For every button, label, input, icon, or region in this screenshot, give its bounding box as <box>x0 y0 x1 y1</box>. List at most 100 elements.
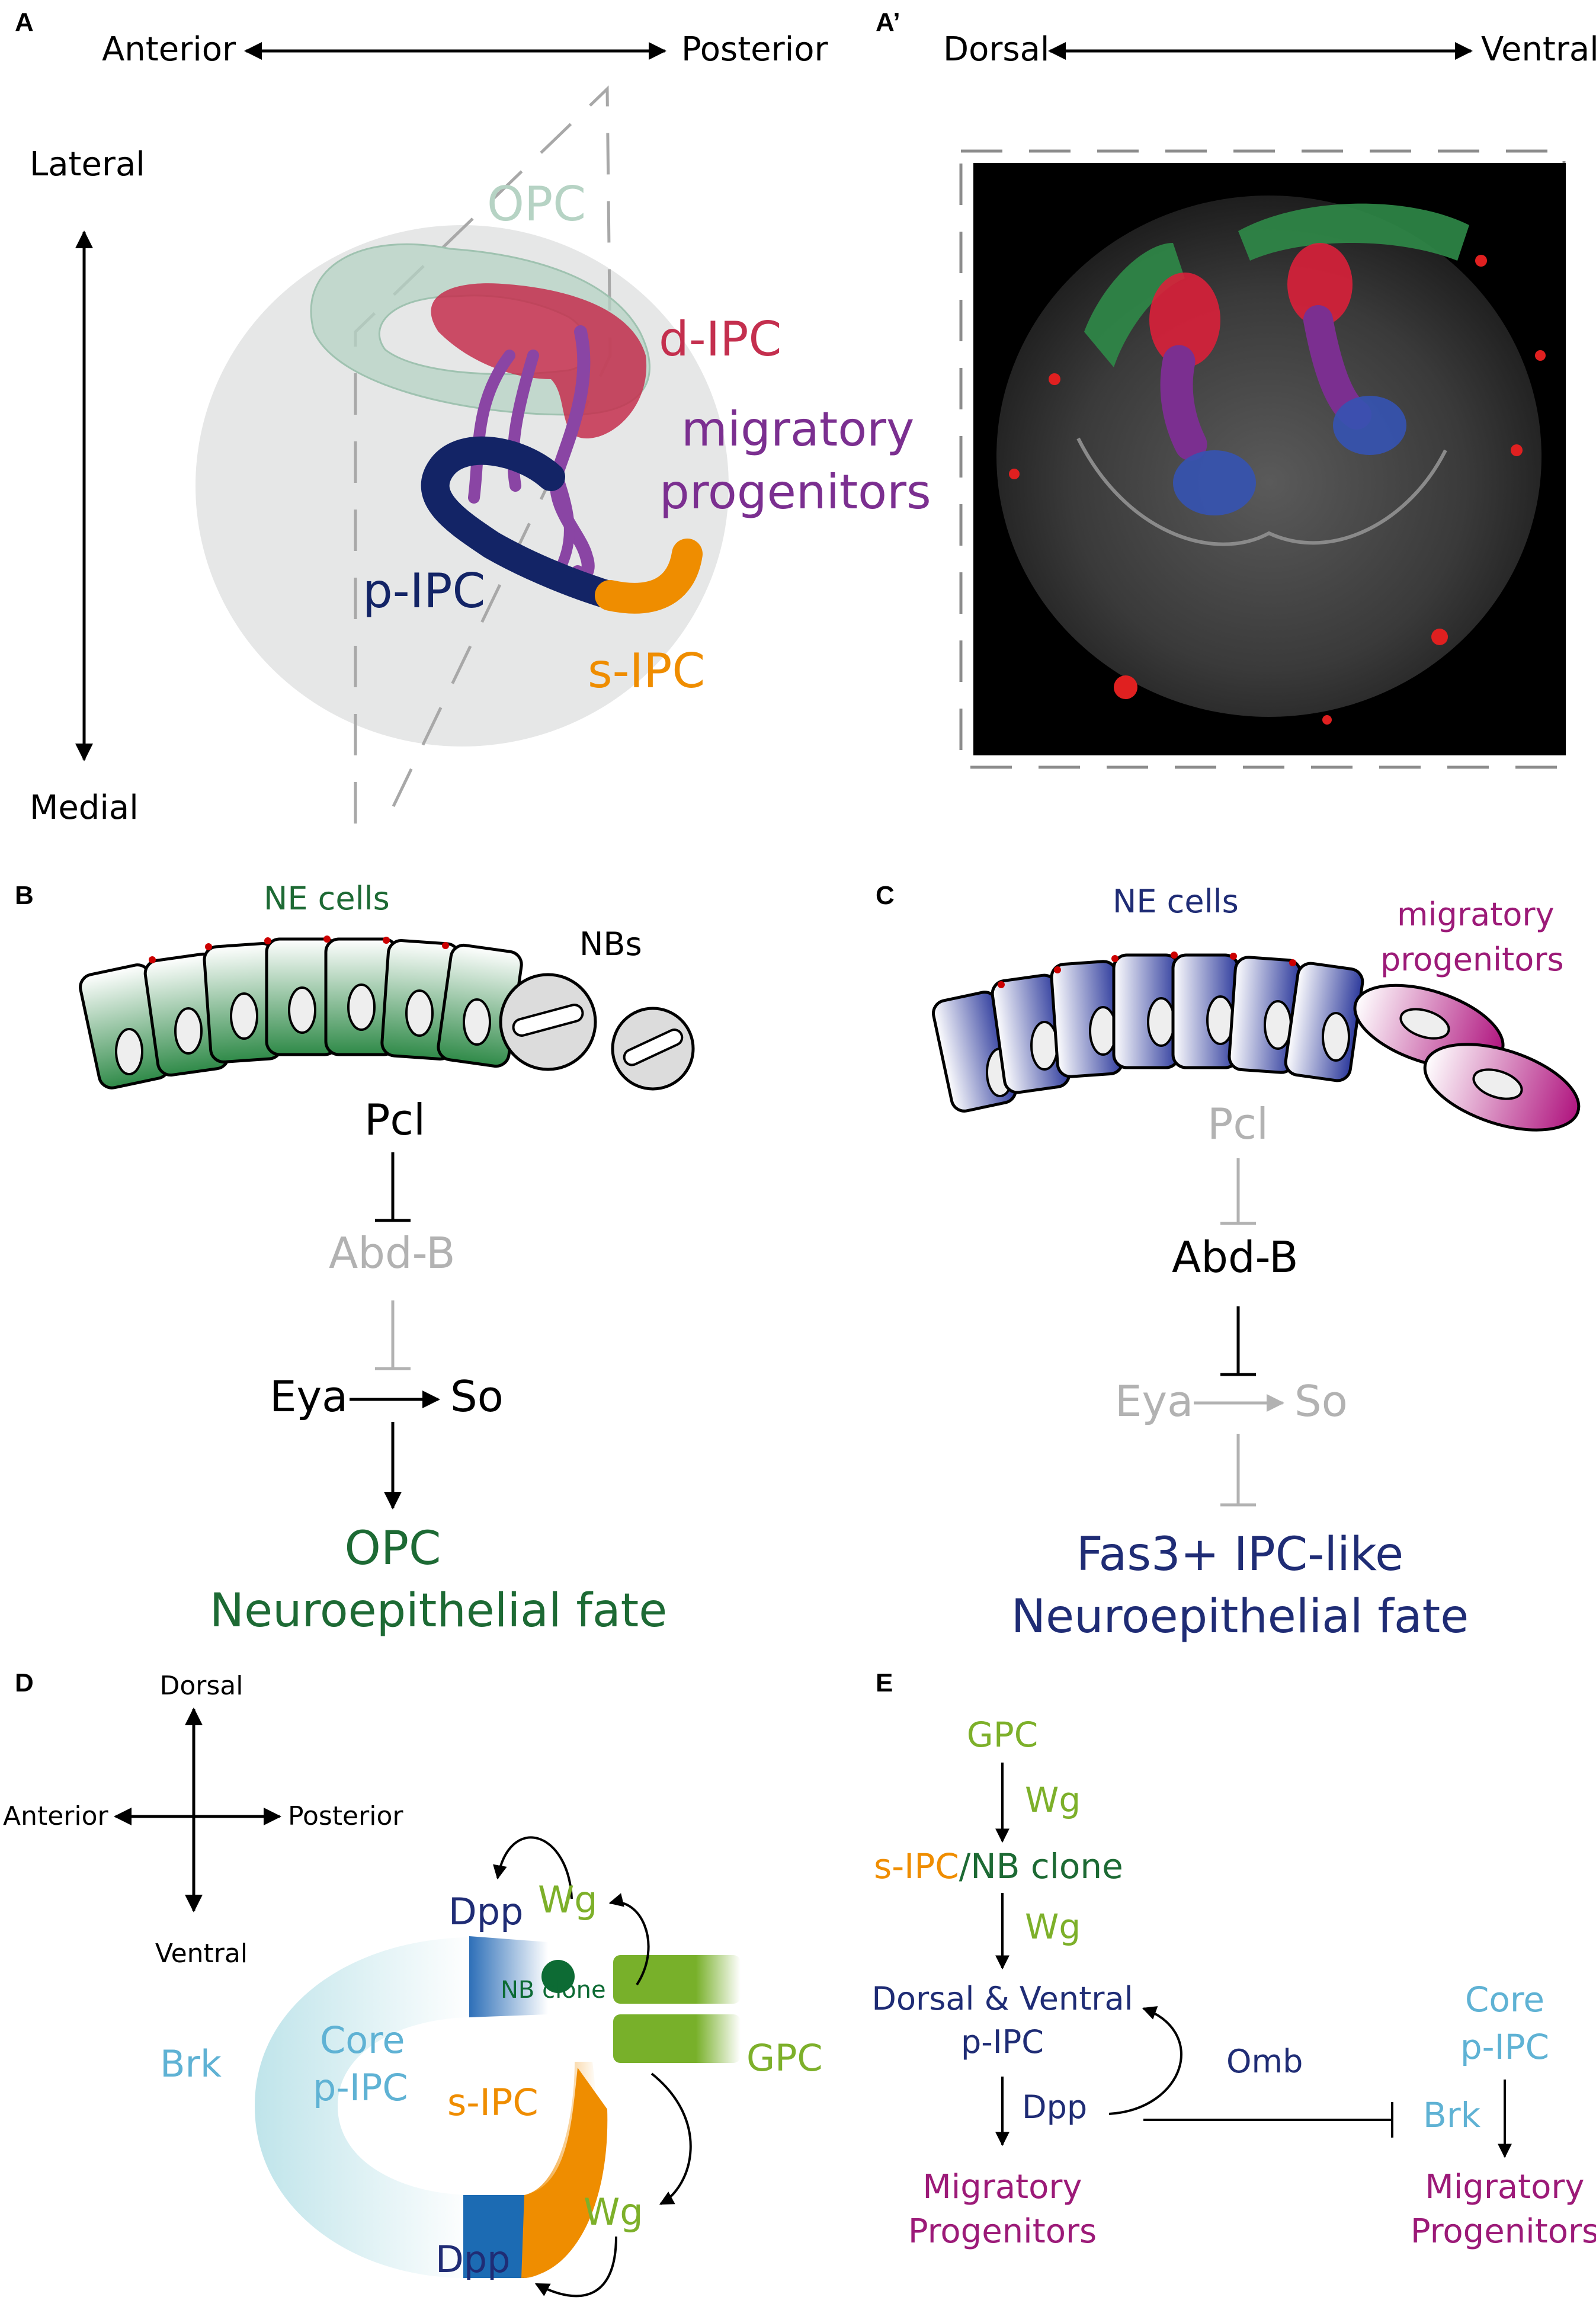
migratory-stream-1 <box>549 325 595 582</box>
panel-letter-a: A <box>15 8 34 37</box>
nb-clone-label: NB clone <box>501 1976 606 2004</box>
panel-c: NE cells migratory progenitors <box>932 883 1581 1643</box>
migratory-cell-nucleus <box>1472 1068 1523 1100</box>
junction-dot <box>383 937 390 944</box>
core-pipc-structure <box>255 1937 474 2279</box>
tissue-fold <box>1076 437 1447 546</box>
neuroblasts <box>499 973 695 1091</box>
migratory-signal-left <box>1160 345 1207 461</box>
ne-cell-nucleus <box>1147 997 1175 1047</box>
sipc-structure <box>595 539 703 614</box>
junction-dot <box>149 956 156 963</box>
pipc-label: p-IPC <box>363 563 485 619</box>
dipc-signal-left <box>1149 273 1220 367</box>
red-cell-dot <box>1535 350 1546 361</box>
sipc-label: s-IPC <box>447 2081 539 2124</box>
gpc-bar-bottom <box>613 2014 741 2063</box>
dorsal-label: Dorsal <box>943 30 1049 69</box>
ne-cell-nucleus <box>288 986 316 1034</box>
ne-cell-nucleus <box>115 1028 143 1075</box>
nb-clone-dot <box>541 1960 575 1993</box>
migratory-right-line1: Migratory <box>1425 2168 1584 2206</box>
tissue-section <box>996 196 1541 717</box>
ne-cells-label: NE cells <box>1113 883 1239 920</box>
migratory-cell-nucleus <box>1399 1008 1450 1040</box>
migratory-progenitor-cells <box>1353 983 1581 1132</box>
eya-label: Eya <box>270 1372 348 1421</box>
ne-cell-nucleus <box>463 998 491 1046</box>
core-label-line2: p-IPC <box>313 2066 408 2109</box>
medial-label: Medial <box>30 789 139 827</box>
fate-line2: Neuroepithelial fate <box>1011 1590 1469 1643</box>
wg-to-dpp-bottom-arrow <box>534 2236 617 2298</box>
section-plane-outline <box>354 85 612 825</box>
core-line1: Core <box>1465 1979 1544 2020</box>
mitotic-spindle <box>623 1029 684 1066</box>
migratory-label-line2: progenitors <box>659 464 931 520</box>
panel-letter-d: D <box>15 1668 34 1697</box>
junction-dot <box>998 981 1005 988</box>
junction-dot <box>442 942 449 949</box>
junction-dot <box>1111 955 1119 962</box>
ne-cell-nucleus <box>405 989 434 1037</box>
fate-line1: OPC <box>345 1522 441 1575</box>
pcl-label: Pcl <box>364 1095 425 1145</box>
wg2-label: Wg <box>1025 1907 1081 1947</box>
red-cell-dot <box>1009 469 1020 479</box>
anterior-label: Anterior <box>3 1801 109 1831</box>
dpp-top-domain <box>469 1936 548 2017</box>
core-line2: p-IPC <box>1460 2027 1549 2067</box>
panel-a: Anterior Posterior Lateral Medial OPC d-… <box>30 30 931 827</box>
migratory-label-line1: migratory <box>1397 896 1555 933</box>
junction-dot <box>1230 953 1237 960</box>
pipc-signal-left <box>1173 450 1256 515</box>
gpc-to-wg-bottom-arrow <box>650 2072 692 2205</box>
junction-dot <box>1289 959 1296 966</box>
red-cell-dot <box>1049 373 1060 385</box>
wg1-label: Wg <box>1025 1780 1081 1820</box>
junction-dot <box>1171 951 1178 959</box>
ne-cell <box>1284 962 1364 1082</box>
migratory-stream-2 <box>507 350 539 492</box>
ne-cell-row-green <box>79 935 523 1090</box>
anterior-label: Anterior <box>102 30 236 69</box>
slash-text: / <box>959 1846 971 1886</box>
dpp-top-label: Dpp <box>448 1890 523 1933</box>
migratory-left-line2: Progenitors <box>908 2212 1097 2251</box>
panel-letter-c: C <box>876 881 895 910</box>
ne-cell-nucleus <box>230 992 258 1040</box>
dorsal-label: Dorsal <box>159 1671 243 1701</box>
nb-clone-text: NB clone <box>970 1846 1123 1886</box>
sipc-domain-core <box>521 2068 608 2278</box>
ventral-label: Ventral <box>155 1939 248 1969</box>
dv-pipc-line2: p-IPC <box>961 2023 1044 2061</box>
migratory-label-line1: migratory <box>681 402 914 457</box>
junction-dot <box>264 937 271 944</box>
opc-signal-top <box>1238 203 1469 261</box>
ne-cell-nucleus <box>1030 1021 1059 1071</box>
omb-label: Omb <box>1226 2043 1303 2080</box>
brk-label: Brk <box>160 2042 222 2085</box>
panel-letter-b: B <box>15 881 34 910</box>
dipc-structure <box>431 283 647 438</box>
posterior-label: Posterior <box>288 1801 403 1831</box>
red-cell-dot <box>1431 629 1448 645</box>
junction-dot <box>205 943 212 950</box>
eya-label: Eya <box>1115 1376 1193 1426</box>
ne-cell-row-blue <box>932 951 1364 1113</box>
ne-cell-nucleus <box>347 983 376 1031</box>
dpp-bottom-domain <box>463 2195 524 2278</box>
migratory-label-line2: progenitors <box>1380 941 1564 978</box>
panel-letter-e: E <box>876 1668 893 1697</box>
dipc-label: d-IPC <box>659 312 781 367</box>
omb-feedback-arrow <box>1108 2006 1182 2115</box>
pipc-structure <box>421 436 624 610</box>
abdb-label: Abd-B <box>1172 1232 1298 1282</box>
nbs-label: NBs <box>579 925 642 963</box>
dv-pipc-line1: Dorsal & Ventral <box>871 1980 1133 2017</box>
junction-dot <box>323 935 331 943</box>
wg-to-dpp-arrow <box>493 1836 573 1899</box>
ne-cells-label: NE cells <box>264 880 390 917</box>
migratory-stream-3 <box>468 350 515 504</box>
